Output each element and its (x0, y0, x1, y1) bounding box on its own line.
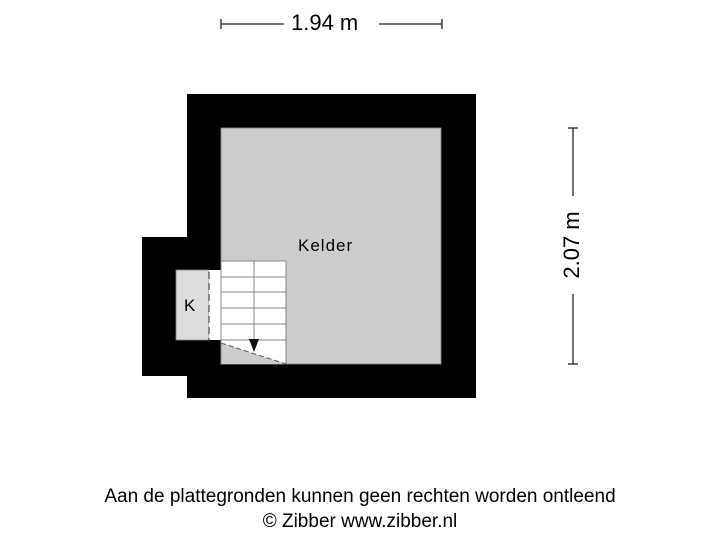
room-label-closet: K (184, 296, 197, 315)
height-dimension-line (568, 127, 578, 365)
room-label-kelder: Kelder (298, 236, 354, 255)
width-dimension-line (220, 19, 443, 29)
width-dimension-label: 1.94 m (291, 10, 359, 35)
height-dimension-label: 2.07 m (559, 211, 584, 279)
stair-direction-arrow-icon (249, 339, 259, 352)
closet-doorway (209, 270, 221, 340)
disclaimer-text: Aan de plattegronden kunnen geen rechten… (104, 486, 616, 507)
copyright-text: © Zibber www.zibber.nl (262, 511, 458, 532)
